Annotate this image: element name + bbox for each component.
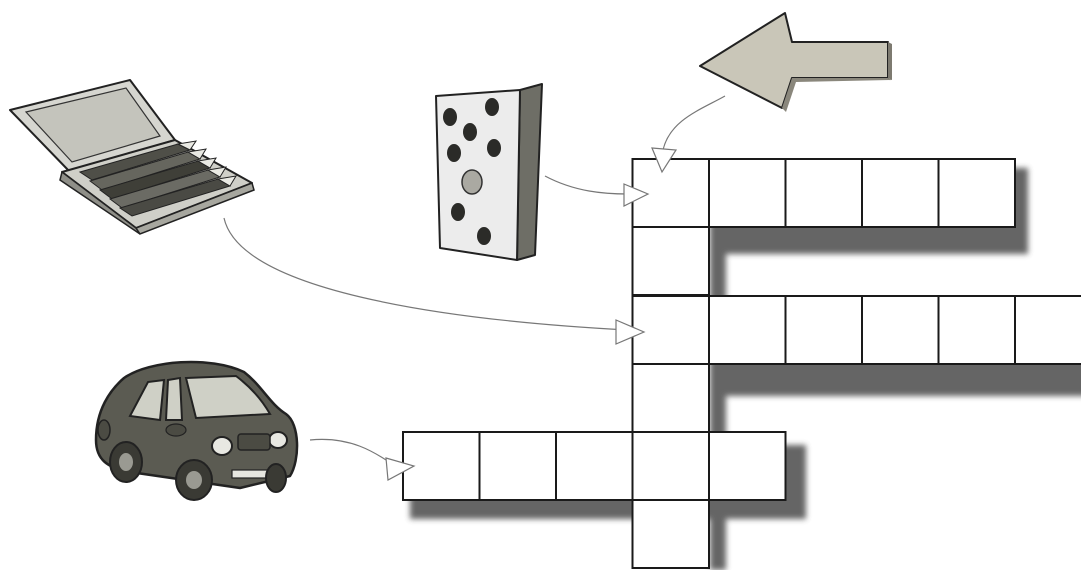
grid-cell[interactable]	[937, 295, 1016, 365]
grid-cell[interactable]	[1014, 295, 1081, 365]
grid-cell[interactable]	[631, 431, 710, 501]
grid-cell[interactable]	[708, 431, 787, 501]
grid-cell[interactable]	[861, 295, 940, 365]
grid-cell[interactable]	[784, 295, 863, 365]
connector-pencil-across	[223, 217, 629, 331]
arrowhead-down	[651, 147, 678, 174]
connector-car-across	[309, 438, 396, 467]
connector-domino-across	[544, 175, 629, 195]
grid-cell[interactable]	[708, 158, 787, 228]
pencil-case-icon	[9, 79, 255, 235]
domino-icon	[435, 83, 543, 261]
grid-cell[interactable]	[631, 499, 710, 569]
grid-cell[interactable]	[631, 226, 710, 296]
grid-cell[interactable]	[708, 295, 787, 365]
grid-cell[interactable]	[631, 295, 710, 365]
grid-cell[interactable]	[937, 158, 1016, 228]
grid-cell[interactable]	[631, 363, 710, 433]
arrowhead-domino	[623, 183, 650, 207]
arrow-icon	[699, 12, 892, 112]
arrowhead-pencil	[615, 319, 646, 345]
car-icon	[94, 360, 299, 501]
arrowhead-car	[385, 457, 416, 481]
connector-lines	[223, 95, 726, 467]
connector-arrow-down	[662, 95, 726, 151]
grid-cell[interactable]	[555, 431, 634, 501]
connector-arrowheads	[385, 147, 678, 481]
grid-cell[interactable]	[478, 431, 557, 501]
grid-cell[interactable]	[784, 158, 863, 228]
grid-cell[interactable]	[861, 158, 940, 228]
